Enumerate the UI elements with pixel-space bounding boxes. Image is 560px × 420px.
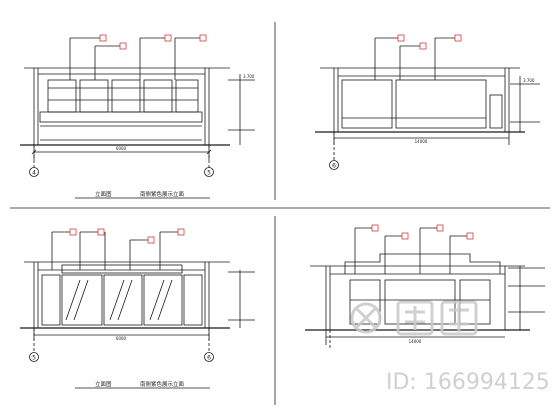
caption-panel-3: 立面图 南侧紫色展示立面 xyxy=(75,380,210,389)
caption-title: 南侧紫色展示立面 xyxy=(140,380,185,388)
tag-markers-panel-2 xyxy=(397,34,462,50)
elevation-panel-4 xyxy=(305,227,545,350)
dimension-text: 14000 xyxy=(415,139,428,144)
watermark-id-text: ID: 166994125 xyxy=(386,370,550,395)
dimension-text: 14000 xyxy=(409,339,422,344)
tag-markers-panel-3 xyxy=(69,228,185,244)
watermark: ID: 166994125 xyxy=(350,300,550,395)
caption-label: 立面图 xyxy=(95,190,112,198)
axis-label-5: 5 xyxy=(207,170,211,177)
elevation-panel-3 xyxy=(20,231,255,352)
caption-label: 立面图 xyxy=(95,380,112,388)
caption-panel-1: 立面图 南侧紫色展示立面 xyxy=(75,190,210,199)
axis-label-6: 6 xyxy=(332,163,336,170)
elevation-panel-2 xyxy=(315,37,540,160)
caption-title: 南侧紫色展示立面 xyxy=(140,190,185,198)
axis-bubbles-panel-1: 4 5 xyxy=(29,167,214,177)
elevation-panel-1 xyxy=(20,37,255,168)
tag-markers-panel-1 xyxy=(99,34,207,50)
tag-markers-panel-4 xyxy=(371,224,474,240)
axis-bubbles-panel-3: 5 6 xyxy=(29,352,214,362)
level-text: 3.700 xyxy=(243,74,255,79)
dimension-text: 6000 xyxy=(116,336,127,341)
axis-label-6: 6 xyxy=(207,355,211,362)
axis-label-5: 5 xyxy=(32,355,36,362)
level-text: 3.700 xyxy=(523,78,535,83)
watermark-logo xyxy=(350,300,478,336)
axis-bubbles-panel-2: 6 xyxy=(329,160,339,170)
dimension-text: 6000 xyxy=(116,146,127,151)
axis-label-4: 4 xyxy=(32,170,36,177)
sheet-dividers xyxy=(10,22,550,405)
